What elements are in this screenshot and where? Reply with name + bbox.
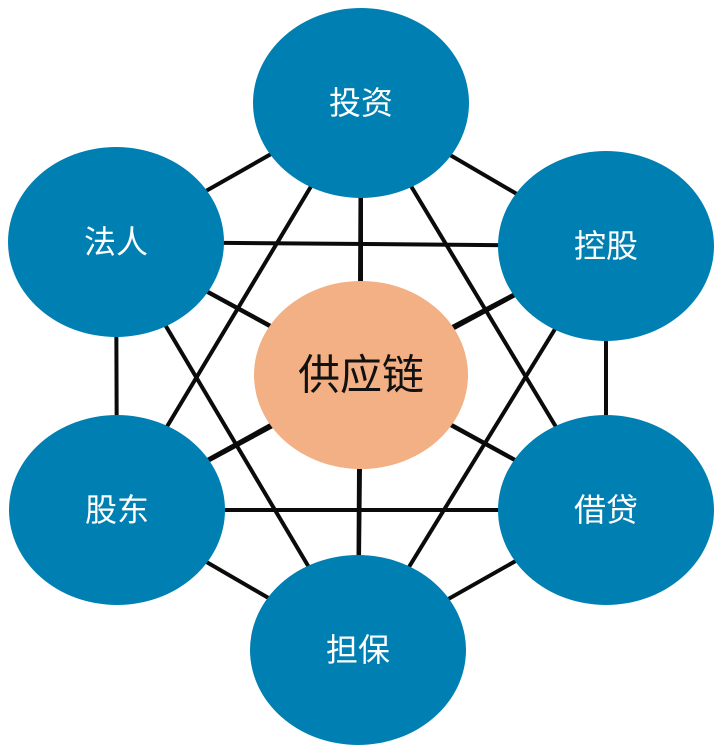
center-node-label: 供应链 xyxy=(298,351,424,400)
node-invest-label: 投资 xyxy=(329,84,393,122)
node-guarantee-label: 担保 xyxy=(326,631,390,669)
node-invest: 投资 xyxy=(253,8,469,198)
node-control-circle xyxy=(498,151,714,341)
node-legal_person-circle xyxy=(8,147,224,337)
node-lending-circle xyxy=(498,415,714,605)
node-control: 控股 xyxy=(498,151,714,341)
node-shareholder-label: 股东 xyxy=(85,491,149,529)
center-node-circle xyxy=(254,281,468,469)
node-shareholder-circle xyxy=(9,415,225,605)
center-node: 供应链 xyxy=(254,281,468,469)
node-legal_person: 法人 xyxy=(8,147,224,337)
node-invest-circle xyxy=(253,8,469,198)
node-guarantee: 担保 xyxy=(250,555,466,745)
node-guarantee-circle xyxy=(250,555,466,745)
node-control-label: 控股 xyxy=(574,227,638,265)
node-lending: 借贷 xyxy=(498,415,714,605)
node-lending-label: 借贷 xyxy=(574,491,638,529)
node-shareholder: 股东 xyxy=(9,415,225,605)
node-legal_person-label: 法人 xyxy=(84,223,148,261)
